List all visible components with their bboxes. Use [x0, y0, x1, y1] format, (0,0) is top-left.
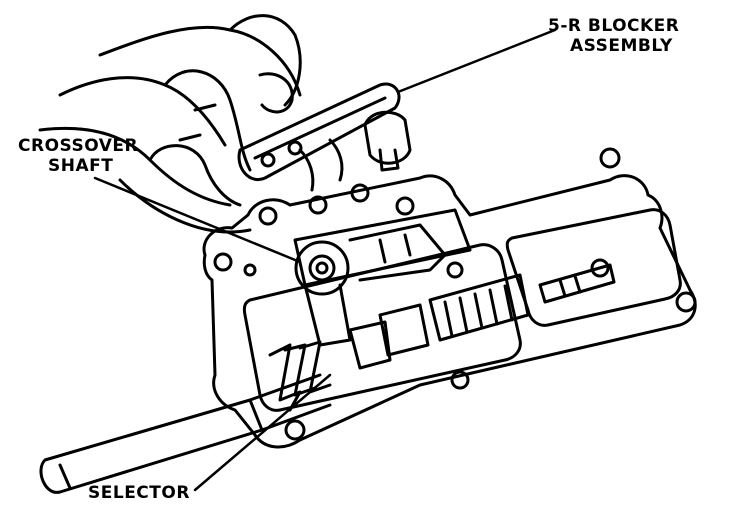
label-blocker-line2: ASSEMBLY: [570, 36, 673, 56]
label-selector: SELECTOR: [88, 483, 190, 503]
label-blocker-line1: 5-R BLOCKER: [548, 16, 680, 36]
technician-hand: [38, 14, 302, 234]
leader-selector: [193, 373, 332, 492]
selector-shaft: [39, 373, 332, 494]
label-crossover-shaft: CROSSOVER SHAFT: [18, 136, 138, 176]
label-crossover-line2: SHAFT: [48, 156, 114, 176]
selector-springs: [268, 258, 616, 412]
label-crossover-line1: CROSSOVER: [18, 136, 139, 156]
leader-crossover: [93, 176, 302, 264]
shift-cover-housing: [202, 147, 697, 449]
crossover-shaft-part: [294, 223, 447, 347]
blocker-assembly-part: [237, 82, 412, 192]
leader-lines: [93, 28, 557, 492]
leader-blocker: [396, 28, 557, 94]
label-5r-blocker-assembly: 5-R BLOCKER ASSEMBLY: [548, 16, 679, 56]
label-selector-text: SELECTOR: [88, 483, 190, 503]
